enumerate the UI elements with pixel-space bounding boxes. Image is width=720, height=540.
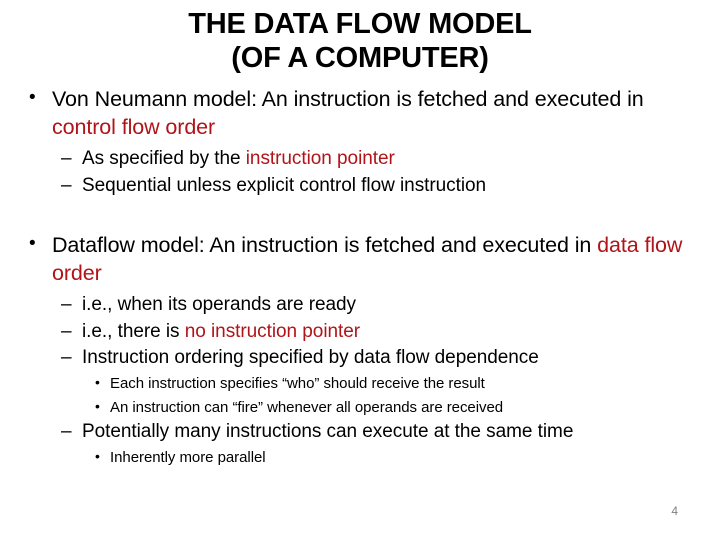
- bullet-marker-level2-icon: –: [61, 421, 72, 443]
- bullet-marker-level2-icon: –: [61, 320, 72, 342]
- bullet-marker-level2-icon: –: [61, 347, 72, 369]
- bullet-text-von-neumann-plain: Von Neumann model: An instruction is fet…: [52, 87, 644, 111]
- sub-sub-bullet-text-inherently-parallel: Inherently more parallel: [110, 448, 266, 466]
- sub-sub-bullet-text-specifies-who: Each instruction specifies “who” should …: [110, 375, 485, 393]
- sub-bullet-text-instruction-ordering: Instruction ordering specified by data f…: [82, 347, 539, 369]
- bullet-marker-level1-icon: •: [29, 233, 36, 255]
- bullet-marker-level2-icon: –: [61, 174, 72, 196]
- sub-sub-bullet-can-fire: • An instruction can “fire” whenever all…: [0, 396, 720, 420]
- page-title: THE DATA FLOW MODEL (OF A COMPUTER): [40, 8, 680, 75]
- sub-sub-bullet-text-can-fire: An instruction can “fire” whenever all o…: [110, 398, 504, 416]
- sub-bullet-potentially-many-instructions: – Potentially many instructions can exec…: [0, 419, 720, 446]
- page-title-line-1: THE DATA FLOW MODEL: [188, 8, 532, 40]
- bullet-marker-level3-icon: •: [95, 374, 100, 391]
- bullet-text-control-flow-order-highlight: control flow order: [52, 114, 216, 139]
- page-number: 4: [671, 504, 678, 518]
- sub-bullet-operands-ready: – i.e., when its operands are ready: [0, 292, 720, 319]
- page-title-line-2: (OF A COMPUTER): [231, 41, 489, 74]
- sub-bullet-text-sequential: Sequential unless explicit control flow …: [82, 174, 487, 196]
- sub-sub-bullet-specifies-who: • Each instruction specifies “who” shoul…: [0, 372, 720, 396]
- bullet-von-neumann-model: • Von Neumann model: An instruction is f…: [0, 86, 720, 141]
- bullet-text-data-flow-order-highlight: data flow order: [52, 233, 683, 285]
- sub-bullet-text-as-specified-plain: As specified by the: [82, 148, 246, 170]
- sub-bullet-text-no-instruction-pointer-highlight: no instruction pointer: [184, 320, 361, 342]
- bullet-marker-level2-icon: –: [61, 294, 72, 316]
- section-spacer: [0, 199, 720, 232]
- bullet-text-dataflow-plain: Dataflow model: An instruction is fetche…: [52, 233, 598, 258]
- sub-bullet-as-specified-by-pointer: – As specified by the instruction pointe…: [0, 146, 720, 173]
- bullet-dataflow-model: • Dataflow model: An instruction is fetc…: [0, 232, 720, 287]
- slide-body: • Von Neumann model: An instruction is f…: [0, 86, 720, 469]
- sub-bullet-sequential-unless-explicit: – Sequential unless explicit control flo…: [0, 173, 720, 200]
- sub-bullet-text-instruction-pointer-highlight: instruction pointer: [245, 148, 395, 170]
- sub-sub-bullet-inherently-more-parallel: • Inherently more parallel: [0, 446, 720, 470]
- bullet-marker-level2-icon: –: [61, 148, 72, 170]
- bullet-marker-level3-icon: •: [95, 397, 100, 414]
- bullet-marker-level1-icon: •: [29, 87, 36, 108]
- sub-bullet-instruction-ordering: – Instruction ordering specified by data…: [0, 345, 720, 372]
- bullet-marker-level3-icon: •: [95, 447, 100, 464]
- sub-bullet-no-instruction-pointer: – i.e., there is no instruction pointer: [0, 319, 720, 346]
- sub-bullet-text-potentially-many: Potentially many instructions can execut…: [82, 421, 574, 443]
- sub-bullet-text-there-is-plain: i.e., there is: [82, 320, 185, 342]
- sub-bullet-text-operands-ready: i.e., when its operands are ready: [82, 294, 357, 316]
